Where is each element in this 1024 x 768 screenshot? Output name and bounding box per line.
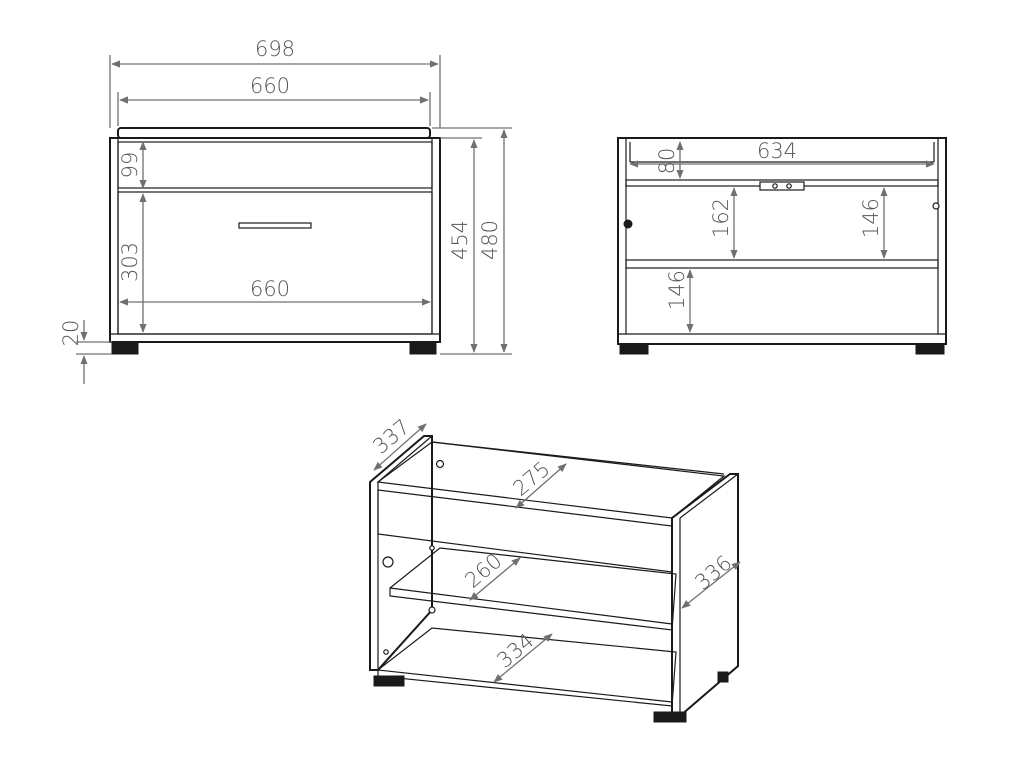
dim-front-height: 303 — [118, 242, 142, 282]
back-view-cabinet — [617, 137, 947, 355]
back-view-dimensions: 634 80 162 146 146 — [629, 139, 935, 333]
cabinet-body — [109, 137, 441, 343]
back-view: 634 80 162 146 146 — [617, 137, 947, 355]
iso-middle-shelf — [389, 547, 677, 631]
front-handle — [238, 222, 312, 229]
iso-top-shelf — [376, 441, 726, 519]
dim-line-337 — [373, 423, 427, 471]
iso-front-left-foot — [373, 675, 405, 687]
back-right-fitting — [932, 202, 940, 210]
iso-view-cabinet — [369, 435, 739, 723]
dim-line-336 — [681, 561, 741, 609]
dim-middle-shelf: 260 — [460, 549, 506, 593]
iso-back-right-foot — [717, 671, 729, 683]
front-panel — [117, 191, 433, 335]
back-left-foot — [619, 343, 649, 355]
back-right-foot — [915, 343, 945, 355]
iso-fitting — [382, 556, 394, 568]
dim-total-height: 480 — [478, 220, 502, 260]
dim-body-height: 454 — [448, 220, 472, 260]
dim-top-shelf: 275 — [508, 457, 554, 501]
dim-upper-right: 146 — [859, 198, 883, 238]
right-foot — [409, 341, 437, 355]
iso-view: 337 275 260 336 334 — [368, 415, 741, 723]
back-body — [617, 137, 947, 345]
top-board — [117, 127, 431, 139]
front-view-dimensions: 698 660 99 303 660 454 480 — [59, 37, 512, 384]
dim-side-depth: 336 — [690, 551, 736, 595]
dim-top-width: 660 — [250, 74, 290, 98]
front-view: 698 660 99 303 660 454 480 — [59, 37, 512, 384]
dim-foot-height: 20 — [59, 320, 83, 347]
back-left-fitting — [623, 219, 633, 229]
iso-top-front-rail — [377, 489, 673, 573]
dim-inner-width: 634 — [757, 139, 797, 163]
iso-bottom-shelf — [377, 627, 677, 707]
iso-front-right-foot — [653, 711, 687, 723]
dim-front-width: 660 — [250, 277, 290, 301]
dim-drawer-height: 99 — [118, 152, 142, 179]
front-view-cabinet — [109, 127, 441, 355]
top-compartment — [117, 141, 433, 189]
back-middle-shelf — [625, 259, 939, 269]
dim-line-334 — [493, 633, 553, 683]
back-bracket — [759, 181, 805, 191]
dim-depth-top: 337 — [368, 415, 414, 459]
dim-top-gap: 80 — [655, 148, 679, 175]
iso-hole-mid — [428, 606, 436, 614]
dim-lower: 146 — [665, 270, 689, 310]
dim-overall-width: 698 — [255, 37, 295, 61]
dim-upper-left: 162 — [709, 198, 733, 238]
iso-hole-top — [435, 459, 445, 469]
dim-line-275 — [515, 463, 567, 509]
iso-view-dimensions: 337 275 260 336 334 — [368, 415, 741, 683]
dim-line-260 — [469, 557, 521, 601]
left-foot — [111, 341, 139, 355]
